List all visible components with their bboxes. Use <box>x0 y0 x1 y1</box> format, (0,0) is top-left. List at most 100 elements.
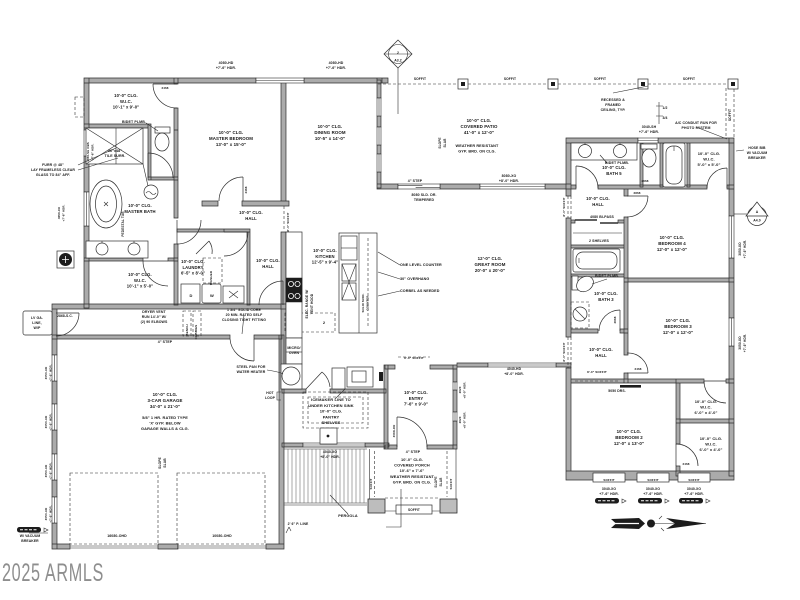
label-win_bed3: +7'-6" HDR. <box>743 334 747 353</box>
label-master_bedroom: 10'-0" CLG. <box>219 130 244 135</box>
bath3-fixtures <box>571 275 594 322</box>
keynote-marker <box>56 250 75 269</box>
label-soffit: SOFFIT <box>683 77 695 81</box>
label-step_porch: 4" STEP <box>406 450 421 454</box>
label-pantry: ICEMAKER LINE TO <box>311 397 351 402</box>
armls-watermark: 2025 ARMLS <box>2 559 104 587</box>
label-garage_note: 'X' GYP. BELOW <box>149 421 181 426</box>
label-win_wing3: +7'-6" HDR. <box>684 492 704 496</box>
patio-slider <box>397 183 441 190</box>
label-dryer_vent: (2) 90 ELBOWS <box>141 320 168 324</box>
label-section: A <box>756 210 759 214</box>
label-win_wing2: 3040-XO <box>646 487 661 491</box>
label-pv_conduit: PHOTO SYSTEM <box>682 126 711 130</box>
label-elevation: A3.2 <box>394 59 402 63</box>
label-soffit8: 8'-0" SOFFIT <box>286 212 290 231</box>
label-wic_bed3: 10'-0" CLG. <box>695 399 718 404</box>
label-kitchen: 12'-5" x 9'-4" <box>312 260 338 265</box>
dashed-outlines <box>69 96 590 545</box>
label-covered_patio: COVERED PATIO <box>461 124 498 129</box>
label-pantry: SHELVES <box>321 420 340 425</box>
label-slope_slab_porch: SLOPE <box>434 476 438 487</box>
label-ohd_right: 10080-OHD <box>212 534 232 538</box>
wing-soffit-boxes <box>592 472 711 483</box>
master-tub-icon <box>89 179 123 229</box>
keynote-fractions <box>656 102 663 124</box>
label-bidet_bath3: BIDET PLMB. <box>595 274 619 278</box>
label-wic_bed2: W.I.C. <box>705 442 717 447</box>
label-win_patio: +8'-0" HDR. <box>499 179 519 183</box>
label-hot_loop: LOOP <box>265 396 276 400</box>
label-dining_room: 10'-0" CLG. <box>318 124 343 129</box>
label-bidet_master: BIDET PLMB. <box>122 120 146 124</box>
kitchen-counter <box>285 231 303 365</box>
label-shower_glass: FURR @ 48" <box>42 163 64 167</box>
label-wic_master_lower: 10'-0" CLG. <box>128 272 152 277</box>
door-swings <box>55 83 728 467</box>
section-marker <box>734 201 769 226</box>
label-hall_bed23: HALL <box>595 353 607 358</box>
label-win_gar4: 3050-XO <box>44 507 48 520</box>
label-soffit8: 8'-0" SOFFIT <box>404 356 424 360</box>
label-low_volt: W/P <box>34 326 41 330</box>
label-dryer_vent: RUN 14'-0" W/ <box>142 315 167 319</box>
label-door_bath5: 2668 <box>641 179 648 183</box>
label-soffit: SOFFIT <box>414 77 426 81</box>
label-door_mbed: 2468 <box>244 186 248 193</box>
label-half_top: 1/2 <box>662 106 667 110</box>
label-wic_bed3: 6'-0" x 4'-0" <box>694 410 717 415</box>
label-win_wing1: +7'-6" HDR. <box>599 492 619 496</box>
label-one_level: ONE LEVEL COUNTER <box>400 263 442 267</box>
label-soffit: SOFFIT <box>647 478 658 482</box>
label-tile_shower: 96"x48" <box>108 149 122 153</box>
label-win_wing1: 3040-XO <box>602 487 617 491</box>
label-laundry: LAUNDRY <box>182 265 203 270</box>
label-section: A4.0 <box>753 219 761 223</box>
label-master_bath: 10'-0" CLG. <box>128 203 152 208</box>
label-garage_note: 5/8" 1 HR. RATED TYPE <box>142 415 188 420</box>
label-covered_porch: 10'-6" x 7'-6" <box>400 468 425 473</box>
label-hose_bib_garage: BREAKER <box>21 539 39 543</box>
label-recessed_clg: CEILING, TYP. <box>601 108 626 112</box>
label-laundry: 10'-0" CLG. <box>181 259 205 264</box>
label-soffit: SOFFIT <box>369 478 373 489</box>
master-vanity <box>85 240 149 259</box>
label-win_mb_tub: +7'-6" HDR. <box>62 204 66 221</box>
label-pedestal_tub: PEDESTAL TUB <box>121 211 125 237</box>
label-garage: 3-CAR GARAGE <box>147 398 182 403</box>
label-win_bath5: +7'-6" HDR. <box>639 130 659 134</box>
label-win_gar1: +7'-6" HDR. <box>49 364 53 382</box>
label-win_mb_tub: 4050-XO <box>57 206 61 219</box>
label-bedroom4: BEDROOM 4 <box>658 241 686 246</box>
label-soffit: SOFFIT <box>688 478 699 482</box>
label-soffit8: 8'-0" SOFFIT <box>562 342 566 361</box>
label-win_entry1: +8'-0" HDR. <box>463 381 467 398</box>
master-toilet-icon <box>154 126 171 152</box>
label-bath3: 10'-0" CLG. <box>594 291 618 296</box>
label-range: ELEC. RANGE W/ <box>305 290 309 319</box>
label-win_pantry: 4040-XO <box>323 450 338 454</box>
label-win_bed4: +7'-6" HDR. <box>743 240 747 259</box>
water-heater-icon <box>280 363 303 390</box>
label-steel_pan: WATER HEATER <box>237 370 266 374</box>
label-win_top_dining: 4080-HD <box>329 61 344 65</box>
butler-counter <box>319 366 374 445</box>
label-covered_porch: COVERED PORCH <box>394 463 430 468</box>
label-cubbies: CUBBIES <box>194 325 198 340</box>
laundry-units <box>180 283 245 304</box>
label-pergola: PERGOLA <box>338 514 358 518</box>
label-win_entry2: 2020 <box>458 416 462 423</box>
label-covered_patio_note: GYP. BRD. ON CLG. <box>458 149 496 153</box>
label-recessed_clg: FRAMED <box>605 103 621 107</box>
north-arrow-icon <box>611 515 706 532</box>
label-win_entry1: 2020 <box>458 386 462 393</box>
label-garage_note: GARAGE WALLS & CLG. <box>141 426 189 431</box>
label-drs: 5050 DRS. <box>608 389 626 393</box>
label-wic_master_lower: 10'-1" x 5'-0" <box>127 284 153 289</box>
label-nook_tag: 2 <box>323 320 326 325</box>
label-soffit8: 8'-0" SOFFIT <box>587 370 607 374</box>
label-wic_master_upper: 10'-0" CLG. <box>114 93 138 98</box>
label-win_pantry: +8'-0" HDR. <box>320 455 340 459</box>
label-covered_patio: 10'-0" CLG. <box>467 118 492 123</box>
